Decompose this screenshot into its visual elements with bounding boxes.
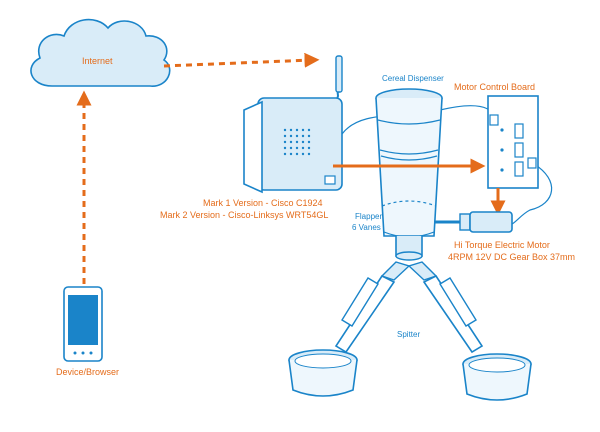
motor-icon	[434, 211, 513, 233]
splitter-label: Spitter	[397, 330, 421, 339]
smartphone-icon	[63, 286, 103, 362]
motor-spec-label: 4RPM 12V DC Gear Box 37mm	[448, 252, 576, 262]
router-icon	[243, 55, 343, 194]
motor-control-board-label: Motor Control Board	[454, 82, 536, 92]
cable-board-to-motor	[511, 163, 553, 225]
router-version-1-label: Mark 1 Version - Cisco C1924	[203, 198, 323, 208]
circuit-board-icon	[487, 95, 539, 189]
internet-label: Internet	[82, 56, 113, 66]
flapper-vanes-label: 6 Vanes	[352, 223, 381, 232]
cloud-icon	[30, 18, 171, 87]
bowl-icon-left	[288, 349, 358, 397]
router-version-2-label: Mark 2 Version - Cisco-Linksys WRT54GL	[160, 210, 329, 220]
motor-label: Hi Torque Electric Motor	[454, 240, 550, 250]
device-label: Device/Browser	[56, 367, 120, 377]
cereal-dispenser-label: Cereal Dispenser	[382, 74, 444, 83]
flapper-label: Flapper	[355, 212, 383, 221]
arrow-internet-to-router	[163, 52, 320, 68]
bowl-icon-right	[462, 353, 532, 401]
